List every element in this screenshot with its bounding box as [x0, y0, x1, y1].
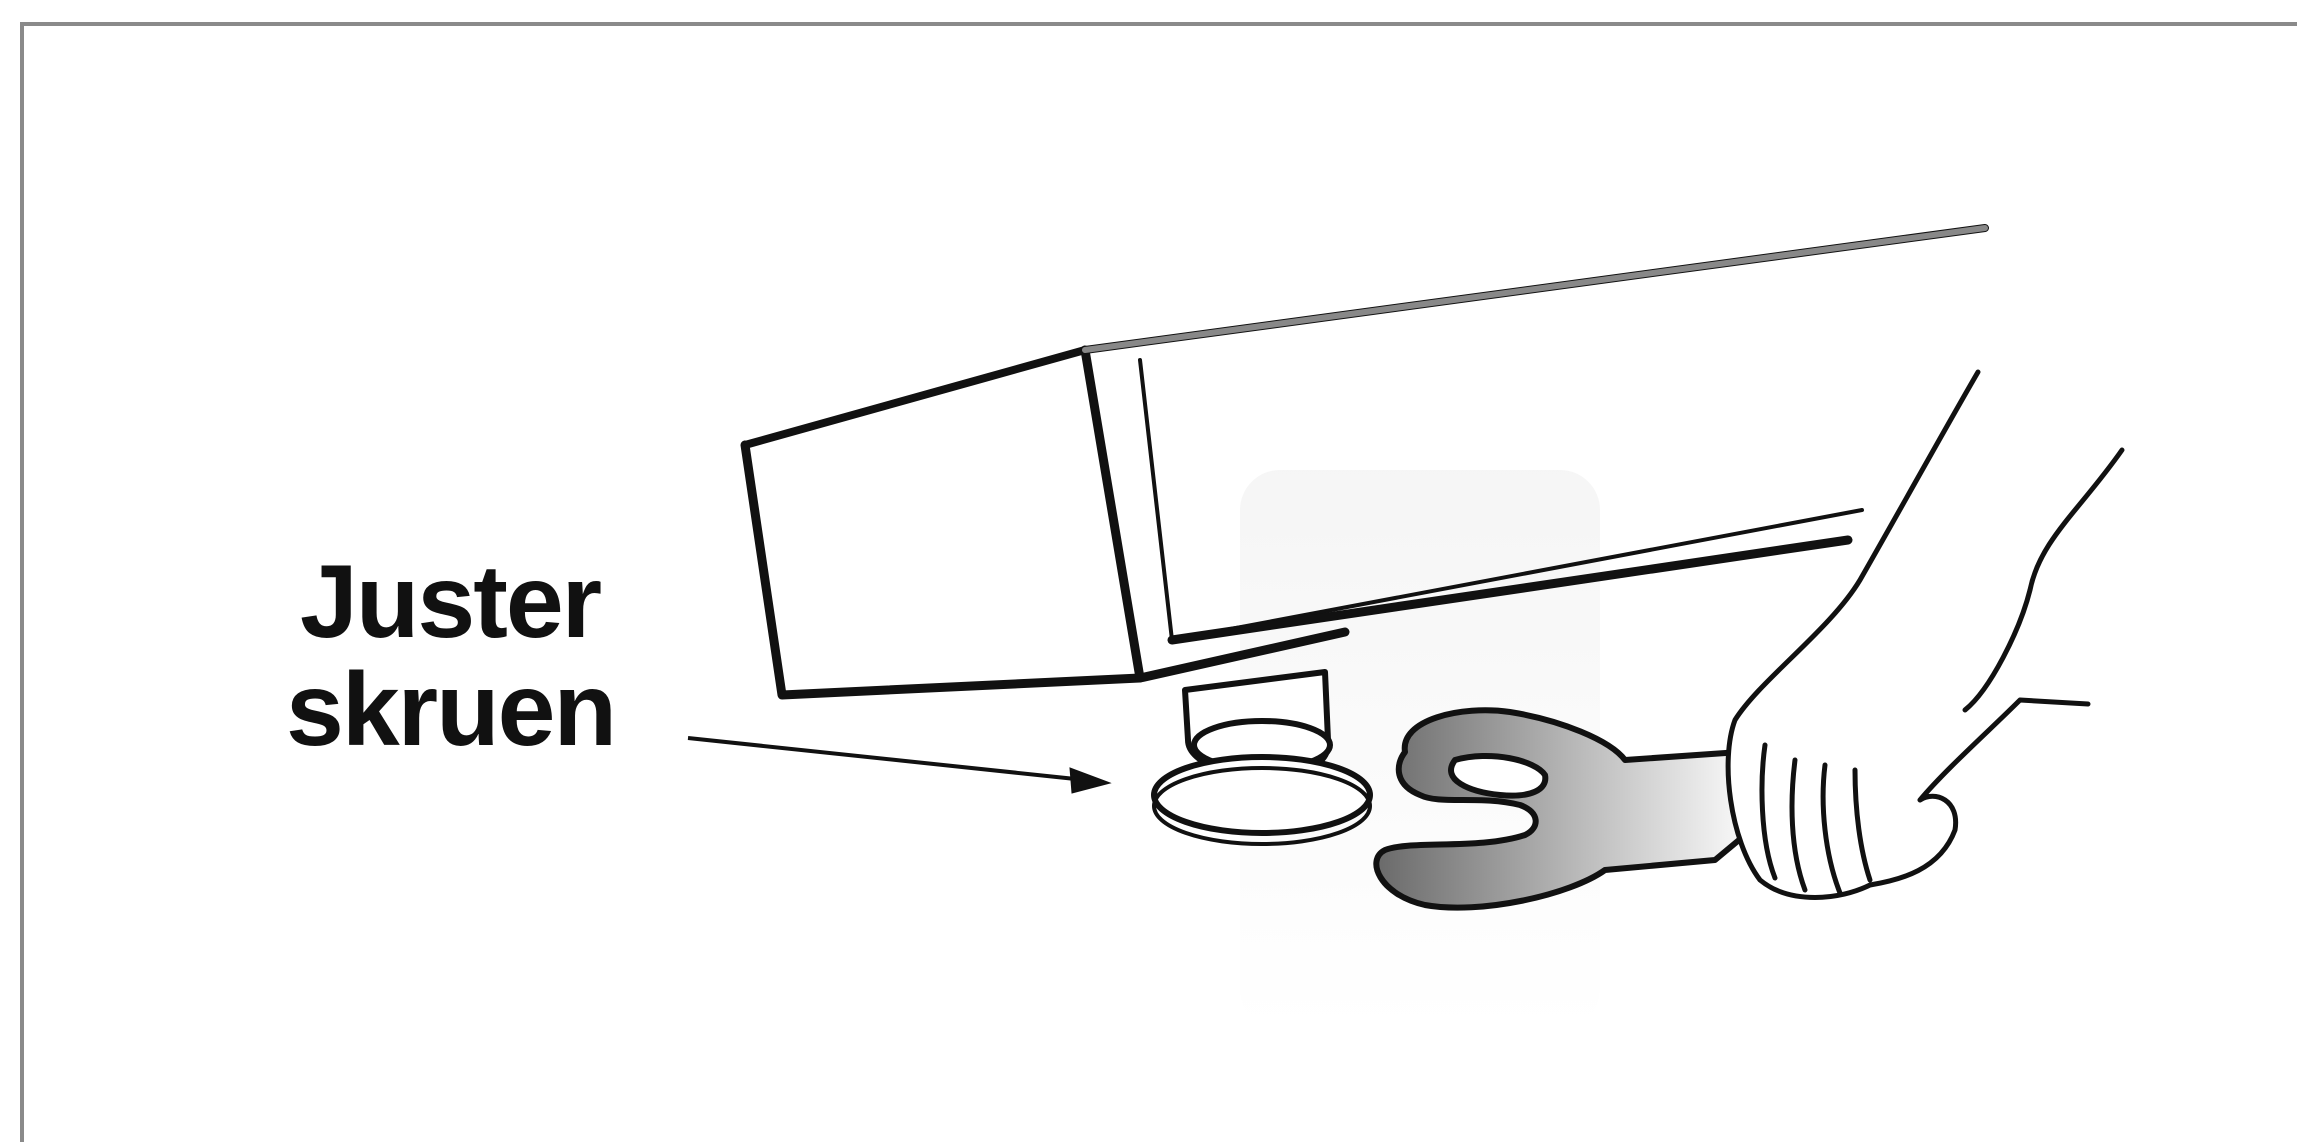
- label-line-1: Juster: [300, 544, 602, 660]
- frame-border: [20, 22, 2297, 1142]
- hand-icon: [1725, 369, 2125, 900]
- label-line-2: skruen: [286, 652, 617, 768]
- adjustment-foot: [1151, 669, 1373, 846]
- wrench-icon: [1373, 707, 1763, 911]
- adjustment-screw-label: Juster skruen: [286, 544, 617, 768]
- pointer-arrow: [687, 736, 1112, 794]
- appliance-body: [740, 224, 1989, 700]
